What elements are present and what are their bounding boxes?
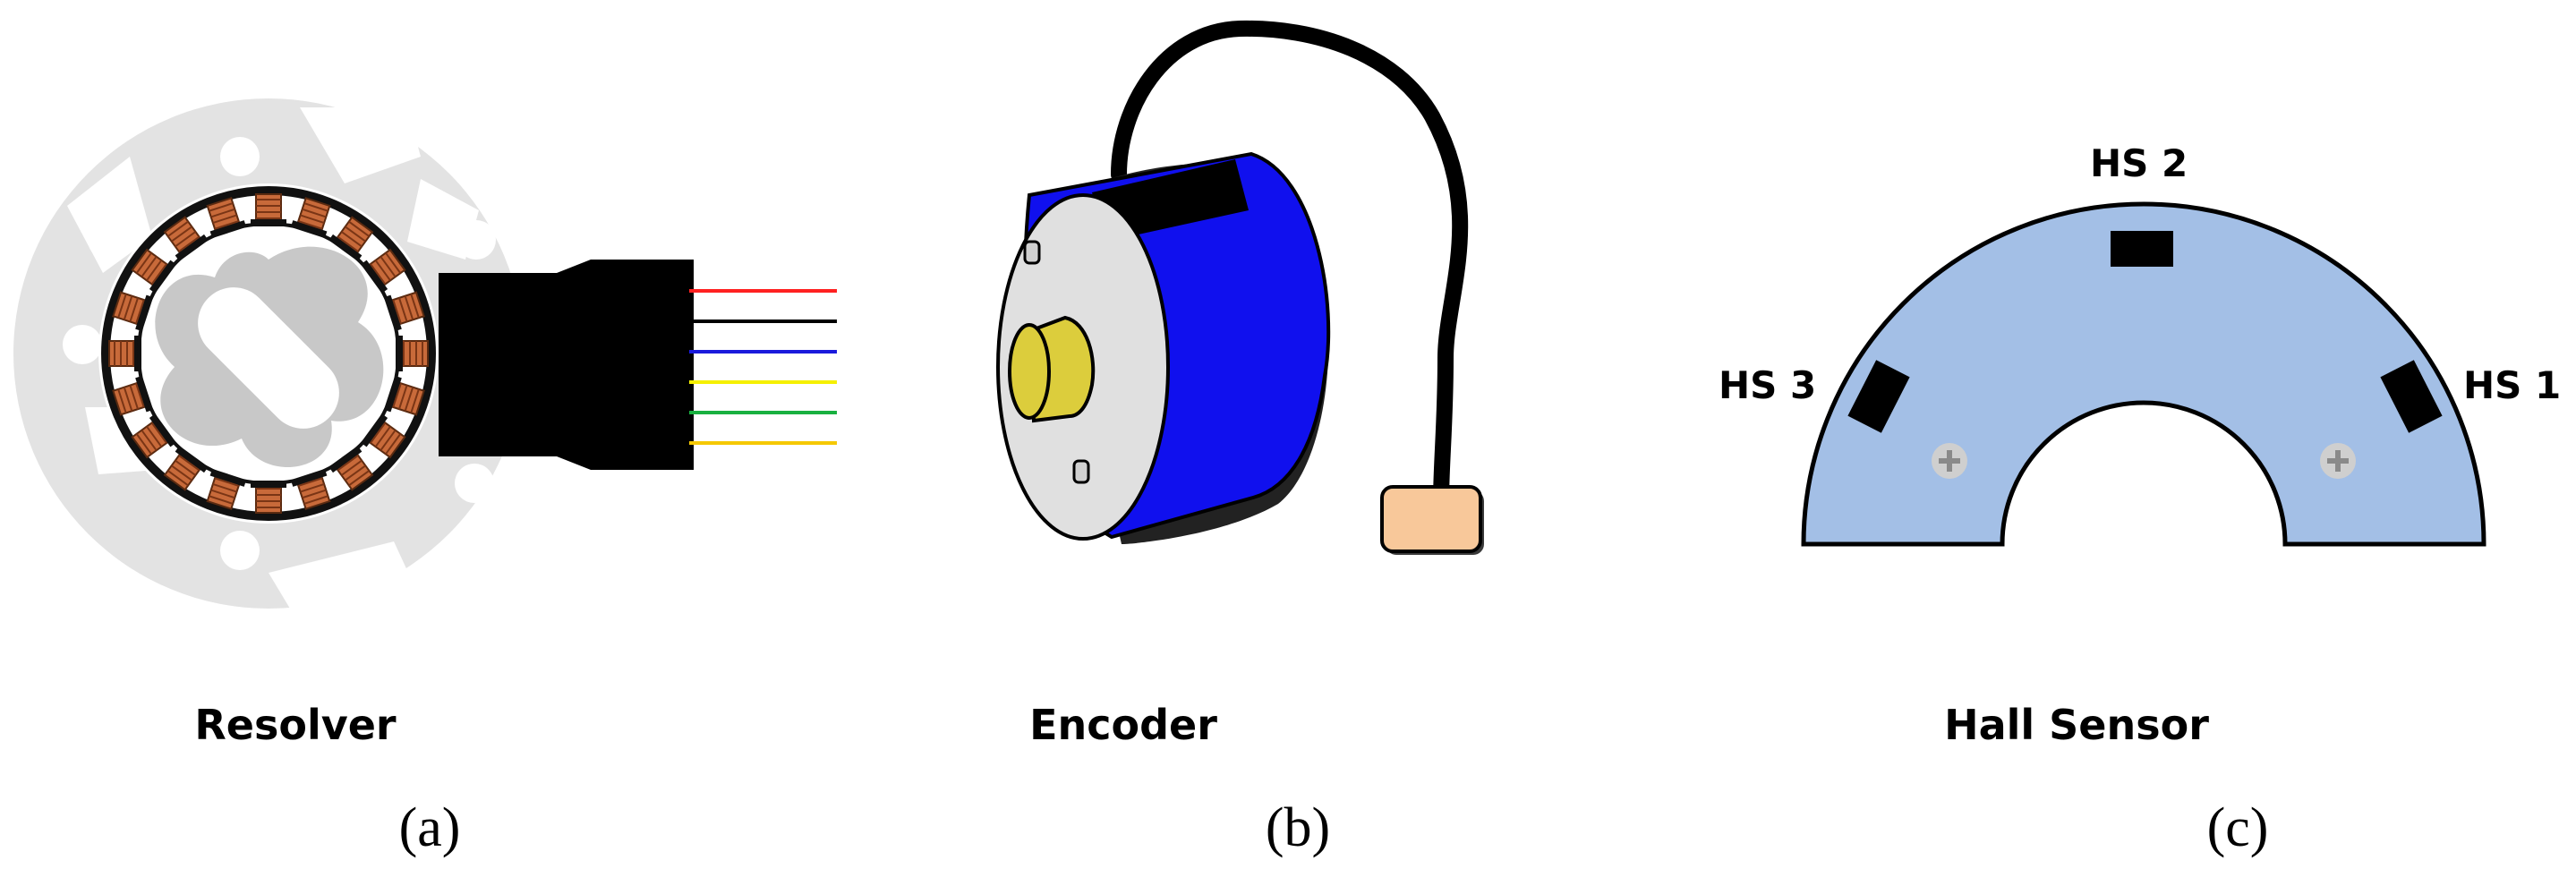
- hs1-label: HS 1: [2463, 363, 2562, 407]
- stator-coils: [108, 193, 429, 514]
- resolver-illustration: [13, 98, 837, 609]
- stator-ring: [101, 186, 436, 521]
- hall-sensor-1: [2380, 360, 2443, 433]
- resolver-rotor: [155, 246, 384, 468]
- stator-coil: [396, 336, 429, 371]
- screw-top: [1023, 240, 1041, 265]
- label-a: (a): [398, 797, 461, 858]
- stator-coil: [206, 468, 247, 510]
- resolver-wires: [689, 289, 837, 445]
- hs2-label: HS 2: [2090, 141, 2188, 185]
- stator-coil: [251, 481, 286, 514]
- stator-coil: [383, 375, 425, 416]
- stator-coil: [251, 193, 286, 226]
- encoder-label-patch: [1092, 159, 1249, 242]
- encoder-shaft: [1008, 315, 1096, 423]
- panel-resolver: Resolver (a): [0, 0, 859, 886]
- encoder-cable: [1111, 20, 1469, 509]
- caption-hall-sensor: Hall Sensor: [1944, 701, 2209, 749]
- screw-bottom: [1072, 459, 1090, 484]
- label-b: (b): [1265, 797, 1331, 858]
- hall-sensor-2: [2111, 231, 2173, 267]
- stator-coil: [108, 336, 141, 371]
- hs3-label: HS 3: [1719, 363, 1817, 407]
- panel-encoder: Encoder (b): [859, 0, 1719, 886]
- panel-hall-sensor: HS 2 HS 3 HS 1 Hall Sensor (c): [1719, 0, 2576, 886]
- encoder-illustration: [996, 20, 1484, 555]
- caption-encoder: Encoder: [1029, 701, 1217, 749]
- resolver-connector: [439, 260, 694, 470]
- board-screw-left: [1932, 443, 1967, 479]
- hall-sensor-illustration: [1801, 201, 2486, 547]
- encoder-connector: [1380, 485, 1482, 553]
- hall-sensor-board: [1801, 201, 2486, 547]
- hall-sensor-3: [1847, 360, 1910, 433]
- label-c: (c): [2206, 797, 2269, 858]
- caption-resolver: Resolver: [194, 701, 397, 749]
- board-screw-right: [2320, 443, 2356, 479]
